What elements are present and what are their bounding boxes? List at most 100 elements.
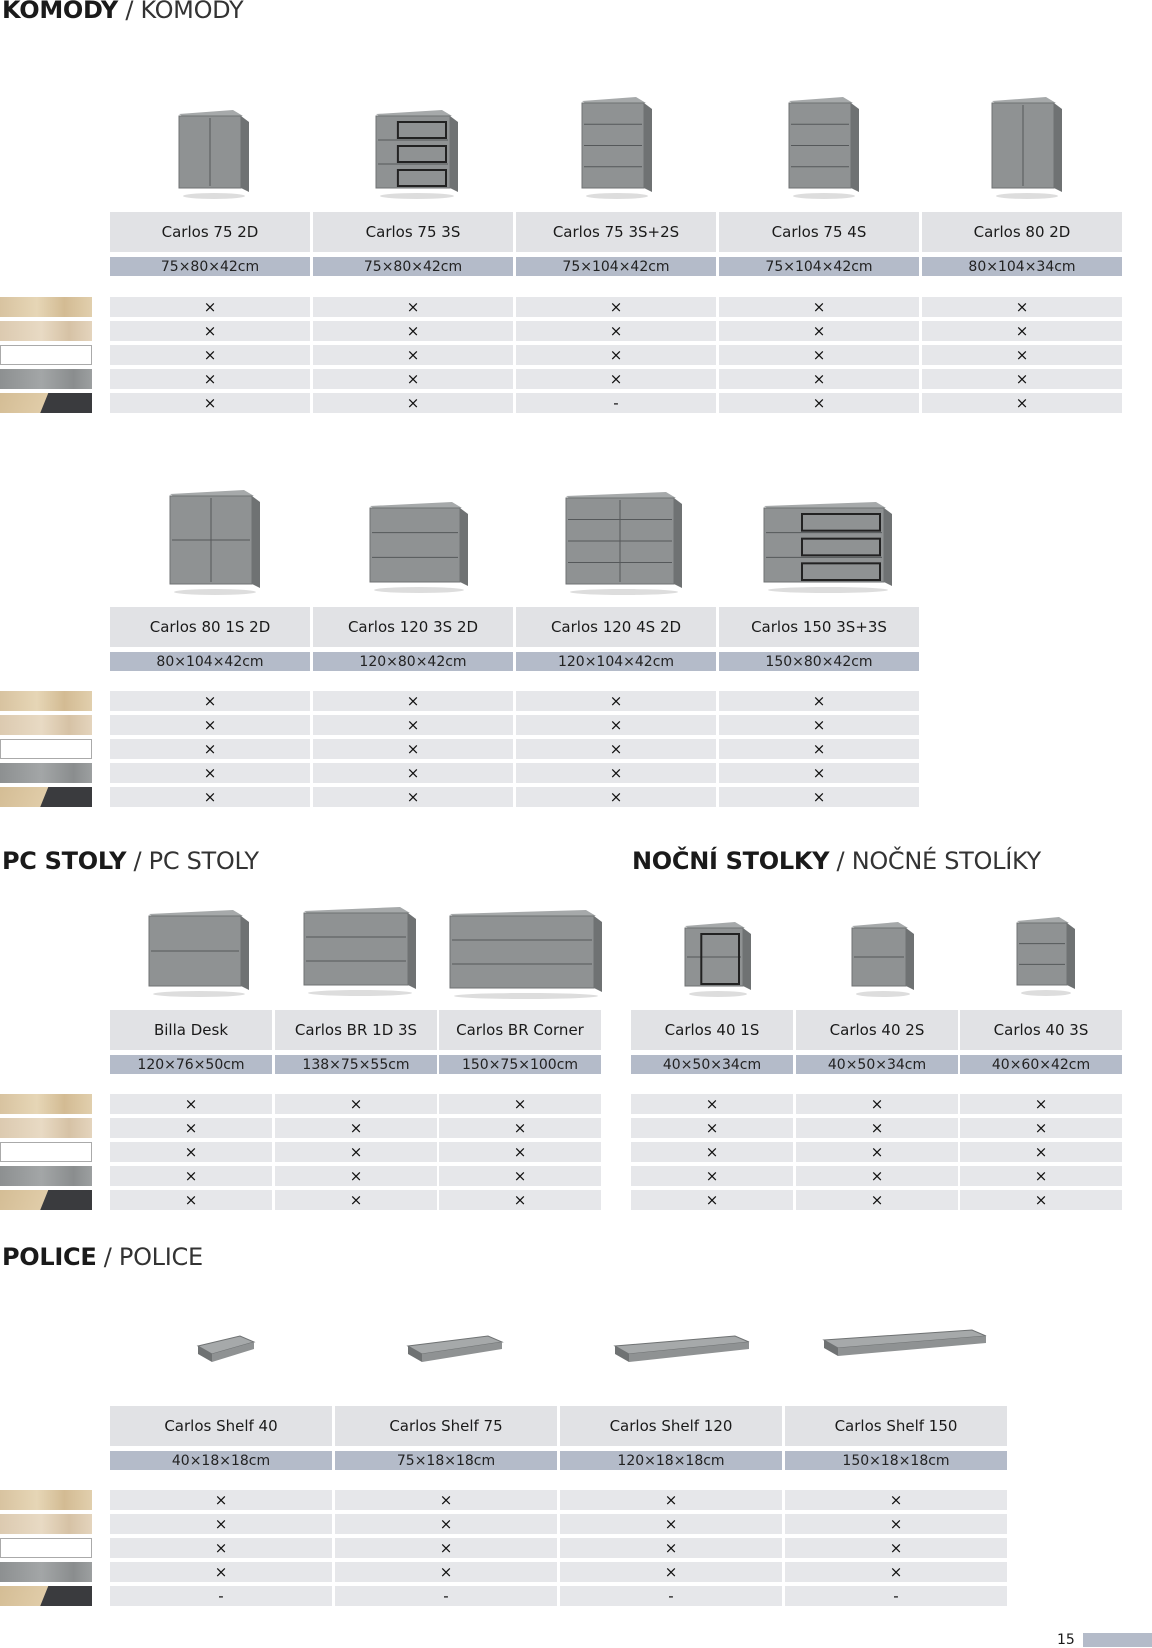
product-name: Billa Desk [110,1010,272,1050]
availability-cell: × [719,369,919,389]
product-name: Carlos 120 3S 2D [313,607,513,647]
product-dimensions: 120×104×42cm [516,652,716,671]
product-name: Carlos Shelf 75 [335,1406,557,1446]
product-dimensions: 150×80×42cm [719,652,919,671]
color-swatch-concrete-grey [0,1166,92,1186]
availability-cell: × [922,297,1122,317]
availability-cell: × [631,1118,793,1138]
product-image [822,1329,987,1356]
availability-cell: × [719,763,919,783]
availability-cell: × [335,1538,557,1558]
availability-cell: × [560,1538,782,1558]
availability-cell: × [439,1142,601,1162]
product-name: Carlos 75 4S [719,212,919,252]
color-swatch-oak-anthracite [0,393,92,413]
product-dimensions: 40×18×18cm [110,1451,332,1470]
product-dimensions: 80×104×42cm [110,652,310,671]
availability-cell: × [516,787,716,807]
color-swatch-white [0,1538,92,1558]
availability-cell: × [516,691,716,711]
product-dimensions: 120×80×42cm [313,652,513,671]
product-image [851,922,914,997]
availability-cell: × [313,321,513,341]
availability-cell: × [785,1562,1007,1582]
availability-cell: × [560,1562,782,1582]
product-name: Carlos 75 3S+2S [516,212,716,252]
product-dimensions: 120×18×18cm [560,1451,782,1470]
availability-cell: × [719,739,919,759]
availability-cell: × [110,715,310,735]
availability-cell: × [922,369,1122,389]
availability-cell: × [335,1562,557,1582]
product-image [375,110,458,199]
availability-cell: × [110,1562,332,1582]
color-swatch-concrete-grey [0,763,92,783]
product-image [148,910,249,997]
product-image [1016,917,1075,996]
product-dimensions: 40×50×34cm [631,1055,793,1074]
product-dimensions: 120×76×50cm [110,1055,272,1074]
availability-cell: × [922,393,1122,413]
footer-accent-bar [1083,1633,1152,1647]
availability-cell: × [110,369,310,389]
product-dimensions: 40×60×42cm [960,1055,1122,1074]
product-name: Carlos BR Corner [439,1010,601,1050]
color-swatch-oak-light [0,1094,92,1114]
availability-cell: × [719,691,919,711]
availability-cell: × [719,297,919,317]
product-image [788,97,859,199]
availability-cell: × [313,787,513,807]
availability-cell: × [516,345,716,365]
product-dimensions: 80×104×34cm [922,257,1122,276]
product-image [581,97,652,199]
availability-cell: × [719,715,919,735]
availability-cell: × [110,763,310,783]
product-name: Carlos 120 4S 2D [516,607,716,647]
color-swatch-oak-light [0,691,92,711]
availability-cell: - [516,393,716,413]
product-name: Carlos Shelf 150 [785,1406,1007,1446]
availability-cell: × [719,321,919,341]
product-name: Carlos 40 2S [796,1010,958,1050]
product-name: Carlos 80 1S 2D [110,607,310,647]
product-dimensions: 138×75×55cm [275,1055,437,1074]
availability-cell: × [110,1190,272,1210]
availability-cell: × [313,763,513,783]
availability-cell: × [631,1166,793,1186]
product-name: Carlos 40 1S [631,1010,793,1050]
availability-cell: × [275,1142,437,1162]
color-swatch-oak-sand [0,1118,92,1138]
product-image [169,490,260,595]
availability-cell: × [313,691,513,711]
product-image [763,502,892,593]
product-image [196,1335,256,1362]
availability-cell: × [922,345,1122,365]
color-swatch-oak-anthracite [0,1190,92,1210]
availability-cell: × [313,739,513,759]
availability-cell: × [110,739,310,759]
availability-cell: × [631,1094,793,1114]
product-image [449,910,602,999]
page-number: 15 [1057,1632,1075,1648]
availability-cell: × [313,297,513,317]
availability-cell: - [560,1586,782,1606]
availability-cell: × [439,1190,601,1210]
availability-cell: × [560,1514,782,1534]
availability-cell: × [439,1166,601,1186]
product-dimensions: 75×80×42cm [313,257,513,276]
availability-cell: × [560,1490,782,1510]
product-image [406,1335,504,1362]
product-dimensions: 75×104×42cm [719,257,919,276]
product-image [684,922,751,997]
availability-cell: × [719,393,919,413]
color-swatch-oak-sand [0,715,92,735]
availability-cell: × [796,1190,958,1210]
availability-cell: × [335,1490,557,1510]
availability-cell: × [960,1166,1122,1186]
availability-cell: × [110,1490,332,1510]
product-image [369,502,468,593]
product-dimensions: 75×18×18cm [335,1451,557,1470]
product-image [565,492,682,595]
color-swatch-concrete-grey [0,369,92,389]
availability-cell: × [313,369,513,389]
